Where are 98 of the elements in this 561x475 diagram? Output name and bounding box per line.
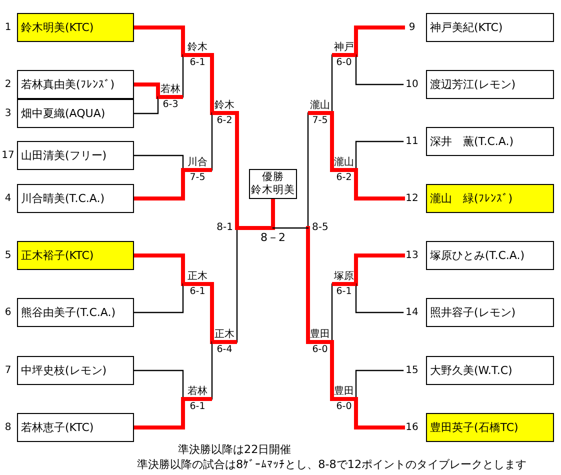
player-name-card: 瀧山 緑(ﾌﾚﾝｽﾞ) [426,184,554,213]
match-score: 6-4 [216,344,232,355]
match-score: 6-2 [216,115,232,126]
match-score: 7-5 [190,172,206,183]
draw-number: 1 [4,22,12,34]
player-name-card: 鈴木明美(KTC) [17,13,134,42]
bracket-line [132,254,185,286]
match-score: 8－2 [260,232,286,244]
winner-name: 塚原 [334,271,354,282]
draw-number: 6 [4,307,12,319]
bracket-line [133,370,184,400]
winner-name: 瀧山 [334,157,354,168]
bracket-line [354,397,405,430]
draw-number: 5 [4,250,12,262]
draw-number: 14 [406,307,418,319]
draw-number: 13 [406,250,418,262]
draw-number: 11 [406,136,418,148]
bracket-line [355,140,404,171]
player-name-card: 神戸美紀(KTC) [426,13,554,42]
draw-number: 3 [4,108,12,120]
bracket-line [133,96,159,114]
draw-number: 7 [4,365,12,377]
bracket-line [211,112,213,171]
player-name-card: 豊田英子(石橋TC) [426,413,554,442]
draw-number: 10 [406,79,418,91]
winner-name: 鈴木 [214,100,234,111]
winner-name: 若林 [188,386,208,397]
player-name-card: 深井 薫(T.C.A.) [426,127,554,156]
bracket-line [132,397,185,430]
match-score: 8-1 [216,222,233,234]
bracket-line [330,111,334,172]
match-score: 6-1 [190,57,206,68]
bracket-line [355,54,404,86]
bracket-line [210,53,214,115]
champion-label: 優勝 [262,171,284,184]
player-name-card: 若林恵子(KTC) [17,413,134,442]
player-name-card: 若林真由美(ﾌﾚﾝｽﾞ) [17,70,134,99]
winner-name: 瀧山 [310,100,330,111]
match-score: 6-3 [162,99,178,110]
champion-name: 鈴木明美 [251,184,295,197]
winner-name: 豊田 [334,386,354,397]
bracket-line [355,283,404,314]
match-score: 6-0 [312,344,328,355]
bracket-line [354,26,405,57]
bracket-line [307,112,309,229]
match-score: 8-5 [312,222,328,234]
bracket-line [133,154,184,171]
note-text: 準決勝以降の試合は8ｹﾞｰﾑﾏｯﾁとし、8-8で12ポイントのタイブレークとします [137,458,527,472]
draw-number: 8 [4,422,12,434]
bracket-line [210,282,214,344]
bracket-line [354,168,405,200]
bracket-line [132,82,160,99]
winner-name: 鈴木 [188,42,208,53]
player-name-card: 畑中夏織(AQUA) [17,99,134,128]
bracket-line [236,227,238,343]
draw-number: 9 [408,22,416,34]
winner-name: 若林 [160,84,180,95]
player-name-card: 正木裕子(KTC) [17,241,134,270]
player-name-card: 熊谷由美子(T.C.A.) [17,298,134,327]
bracket-line [211,341,213,400]
bracket-line [132,168,185,200]
bracket-line [306,226,310,344]
note-text: 準決勝以降は22日開催 [178,443,292,457]
bracket-line [331,54,333,114]
player-name-card: 山田清美(フリー) [17,141,134,170]
player-name-card: 渡辺芳江(レモン) [426,70,554,99]
draw-number: 17 [2,150,14,162]
winner-name: 正木 [188,271,208,282]
match-score: 6-1 [190,401,206,412]
bracket-line [132,26,185,57]
draw-number: 2 [4,79,12,91]
winner-name: 豊田 [310,329,330,340]
winner-name: 正木 [214,329,234,340]
player-name-card: 照井容子(レモン) [426,298,554,327]
match-score: 6-1 [336,286,352,297]
player-name-card: 川合晴美(T.C.A.) [17,184,134,213]
player-name-card: 塚原ひとみ(T.C.A.) [426,241,554,270]
draw-number: 4 [4,193,12,205]
bracket-line [330,340,334,401]
match-score: 6-1 [190,286,206,297]
draw-number: 15 [406,365,418,377]
match-score: 6-0 [336,401,352,412]
bracket-line [355,370,404,400]
bracket-line [354,254,405,286]
match-score: 6-2 [336,172,352,183]
bracket-line [272,227,309,229]
bracket-line [133,283,184,314]
winner-name: 川合 [188,157,208,168]
match-score: 6-0 [336,57,352,68]
draw-number: 12 [406,193,418,205]
draw-number: 16 [406,422,418,434]
champion-card [249,169,297,199]
match-score: 7-5 [312,115,328,126]
winner-name: 神戸 [334,42,354,53]
player-name-card: 大野久美(W.T.C) [426,356,554,385]
bracket-line [331,283,333,343]
bracket-line [182,54,184,98]
player-name-card: 中坪史枝(レモン) [17,356,134,385]
